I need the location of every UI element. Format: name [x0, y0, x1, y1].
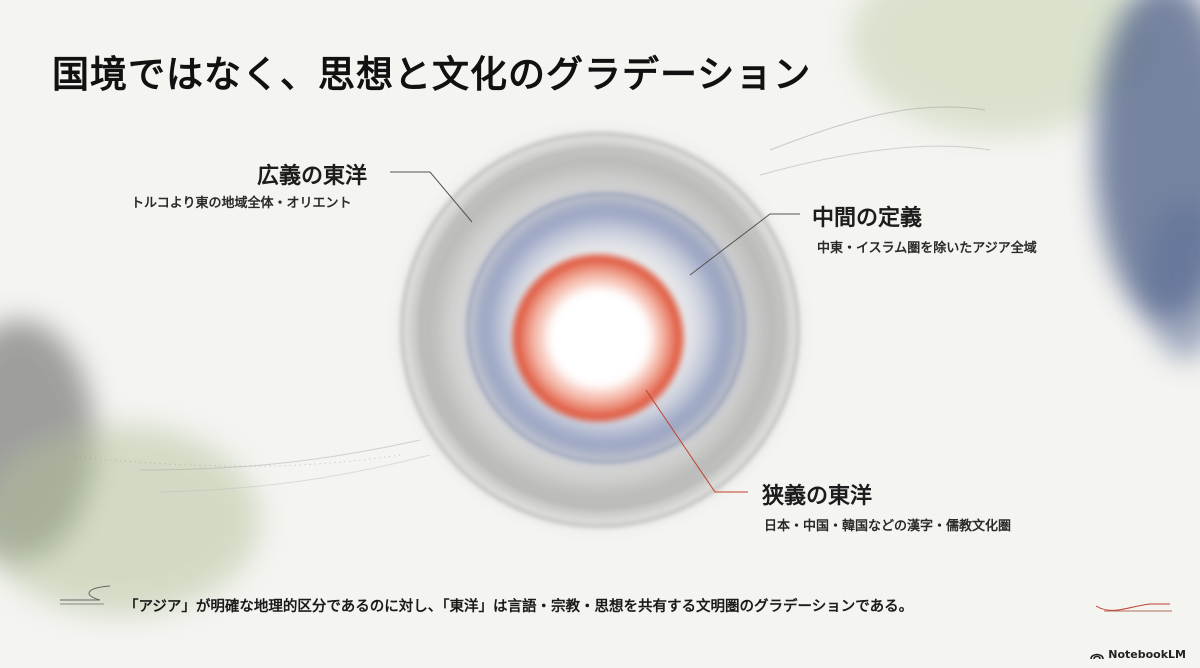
- label-narrow-heading: 狭義の東洋: [762, 483, 873, 509]
- wispy-line: [769, 106, 986, 151]
- inner-core: [548, 288, 652, 388]
- background-wash: [0, 0, 1200, 615]
- dotted-line: [59, 454, 401, 467]
- label-broad-description: トルコより東の地域全体・オリエント: [131, 196, 352, 211]
- wispy-line: [159, 454, 431, 493]
- gradient-rings: [398, 130, 802, 530]
- caption-bracket-right: [1095, 603, 1170, 611]
- wispy-line: [759, 145, 991, 176]
- caption-bracket-left: [60, 585, 111, 601]
- brand-footer: NotebookLM: [1090, 648, 1186, 661]
- wash-blue-right-lower: [1145, 200, 1200, 360]
- page-title: 国境ではなく、思想と文化のグラデーション: [52, 52, 812, 96]
- wispy-line: [139, 439, 421, 471]
- leader-middle: [689, 213, 800, 276]
- caption: 「アジア」が明確な地理的区分であるのに対し、「東洋」は言語・宗教・思想を共有する…: [124, 599, 914, 615]
- brand-name: NotebookLM: [1108, 648, 1186, 661]
- label-broad-heading: 広義の東洋: [257, 163, 368, 189]
- middle-ring-edge: [467, 193, 745, 463]
- label-middle-description: 中東・イスラム圏を除いたアジア全域: [817, 241, 1037, 256]
- leader-narrow: [645, 389, 748, 493]
- notebooklm-logo-icon: [1090, 653, 1105, 659]
- label-narrow-description: 日本・中国・韓国などの漢字・儒教文化圏: [764, 519, 1012, 534]
- outer-ring-edge-inner: [419, 147, 785, 509]
- wash-green-top-right: [850, 0, 1150, 135]
- outer-ring-edge: [400, 132, 800, 528]
- wash-green-left: [0, 425, 260, 615]
- label-middle-heading: 中間の定義: [812, 205, 923, 231]
- leader-broad: [390, 171, 473, 223]
